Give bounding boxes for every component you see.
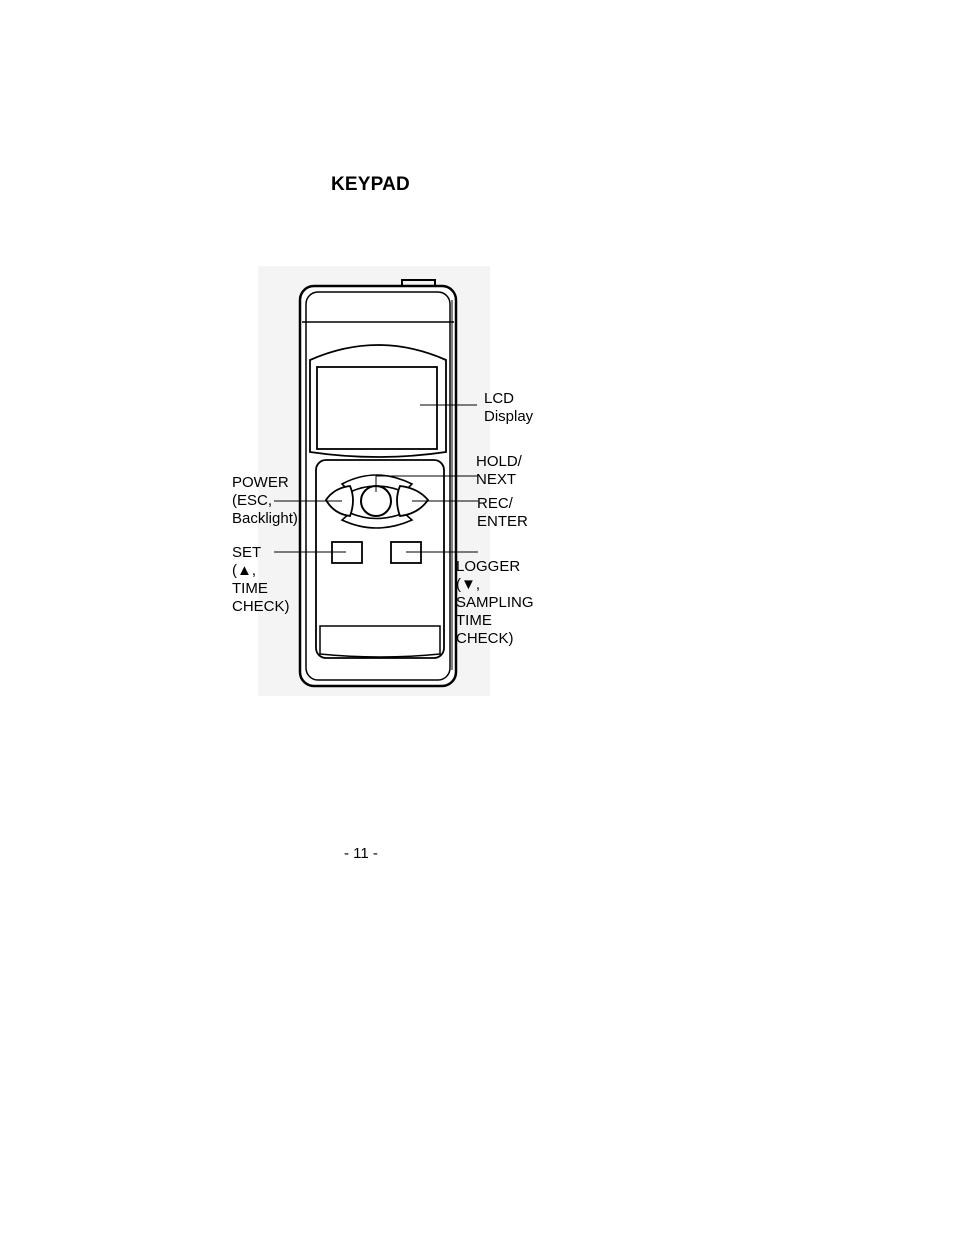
lcd-display-label: LCD Display bbox=[484, 390, 534, 425]
logger-label: LOGGER (▼, SAMPLING TIME CHECK) bbox=[456, 558, 534, 647]
keypad-bottom-strip bbox=[319, 625, 441, 658]
page-number: - 11 - bbox=[344, 845, 378, 862]
hold-next-label: HOLD/ NEXT bbox=[476, 453, 522, 488]
meter-body-inner bbox=[305, 291, 451, 681]
top-connector bbox=[401, 279, 436, 288]
set-label: SET (▲, TIME CHECK) bbox=[232, 544, 290, 615]
rec-enter-label: REC/ ENTER bbox=[477, 495, 528, 530]
lcd-screen bbox=[316, 366, 438, 450]
power-label: POWER (ESC, Backlight) bbox=[232, 474, 298, 527]
dpad-bottom-key bbox=[340, 512, 414, 529]
section-title: KEYPAD bbox=[331, 174, 410, 195]
